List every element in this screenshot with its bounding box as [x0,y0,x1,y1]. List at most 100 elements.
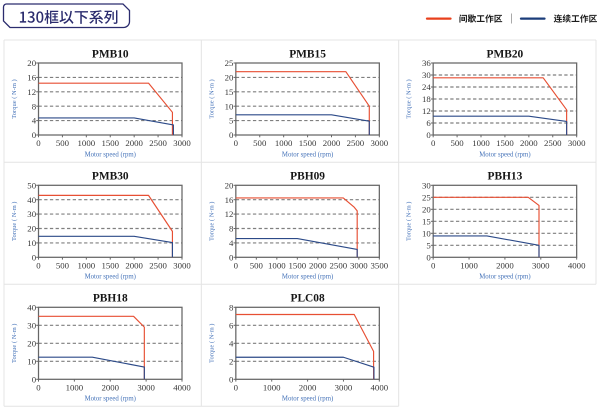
svg-text:0: 0 [234,138,239,148]
svg-text:30: 30 [27,209,36,219]
svg-text:1500: 1500 [101,261,119,271]
svg-text:Torque ( N-m ): Torque ( N-m ) [208,324,215,363]
svg-text:Motor speed (rpm): Motor speed (rpm) [85,151,136,158]
svg-text:1000: 1000 [268,261,286,271]
svg-text:3000: 3000 [568,138,586,148]
svg-text:6: 6 [426,118,431,128]
svg-text:2500: 2500 [347,138,365,148]
svg-text:20: 20 [27,58,36,68]
svg-text:2000: 2000 [309,261,327,271]
svg-text:Torque ( N-m ): Torque ( N-m ) [11,324,18,363]
svg-text:30: 30 [422,70,431,80]
svg-text:8: 8 [229,302,234,312]
svg-text:1500: 1500 [101,138,119,148]
svg-text:30: 30 [422,180,431,190]
svg-text:10: 10 [27,356,36,366]
svg-text:Motor speed (rpm): Motor speed (rpm) [85,396,136,403]
svg-text:500: 500 [253,138,267,148]
svg-text:3000: 3000 [137,383,155,393]
svg-text:16: 16 [225,195,234,205]
svg-text:20: 20 [225,73,234,83]
svg-text:50: 50 [27,180,36,190]
svg-text:20: 20 [27,224,36,234]
svg-text:2000: 2000 [125,138,143,148]
svg-text:2500: 2500 [544,138,562,148]
svg-text:20: 20 [422,204,431,214]
svg-text:PMB20: PMB20 [487,48,524,60]
svg-text:Torque ( N-m ): Torque ( N-m ) [208,202,215,241]
svg-text:25: 25 [422,192,431,202]
svg-text:Motor speed (rpm): Motor speed (rpm) [282,396,333,403]
svg-text:12: 12 [422,106,431,116]
svg-text:1500: 1500 [496,138,514,148]
svg-text:Torque ( N-m ): Torque ( N-m ) [208,79,215,118]
svg-text:16: 16 [27,73,36,83]
svg-text:12: 12 [225,209,234,219]
svg-text:Motor speed (rpm): Motor speed (rpm) [479,151,530,158]
svg-text:1000: 1000 [78,261,96,271]
svg-text:4: 4 [229,238,234,248]
svg-text:Torque ( N-m ): Torque ( N-m ) [11,202,18,241]
svg-text:PBH09: PBH09 [290,171,325,183]
svg-text:0: 0 [426,130,431,140]
svg-text:2000: 2000 [299,383,317,393]
svg-text:0: 0 [36,261,41,271]
svg-text:3000: 3000 [532,261,550,271]
svg-text:5: 5 [229,116,234,126]
svg-text:PBH13: PBH13 [488,171,523,183]
svg-text:4000: 4000 [568,261,586,271]
svg-text:3000: 3000 [350,261,368,271]
svg-text:2000: 2000 [520,138,538,148]
svg-text:20: 20 [225,180,234,190]
svg-text:20: 20 [27,338,36,348]
svg-text:2000: 2000 [125,261,143,271]
svg-text:4000: 4000 [173,383,191,393]
svg-text:24: 24 [422,82,431,92]
svg-text:0: 0 [36,383,41,393]
svg-text:10: 10 [225,101,234,111]
svg-text:8: 8 [229,224,234,234]
svg-text:PMB10: PMB10 [92,48,129,60]
svg-text:0: 0 [229,130,234,140]
svg-text:PLC08: PLC08 [290,293,324,305]
svg-text:1000: 1000 [472,138,490,148]
svg-text:10: 10 [27,238,36,248]
svg-text:0: 0 [32,374,37,384]
svg-text:10: 10 [422,228,431,238]
svg-text:25: 25 [225,58,234,68]
svg-text:5: 5 [426,240,431,250]
svg-text:500: 500 [250,261,264,271]
svg-text:4: 4 [32,116,37,126]
svg-text:2500: 2500 [330,261,348,271]
svg-text:40: 40 [27,302,36,312]
svg-text:PMB15: PMB15 [289,48,326,60]
svg-text:0: 0 [229,252,234,262]
svg-text:3000: 3000 [173,138,191,148]
svg-text:1000: 1000 [66,383,84,393]
svg-text:0: 0 [234,383,239,393]
svg-text:8: 8 [32,101,37,111]
svg-text:15: 15 [225,87,234,97]
svg-text:Motor speed (rpm): Motor speed (rpm) [85,274,136,281]
svg-text:36: 36 [422,58,431,68]
svg-text:0: 0 [36,138,41,148]
svg-text:0: 0 [229,374,234,384]
svg-text:500: 500 [56,261,70,271]
svg-text:18: 18 [422,94,431,104]
svg-text:15: 15 [422,216,431,226]
svg-text:Torque ( N-m ): Torque ( N-m ) [406,202,413,241]
svg-text:1000: 1000 [460,261,478,271]
svg-text:1500: 1500 [299,138,317,148]
svg-text:Motor speed (rpm): Motor speed (rpm) [282,151,333,158]
svg-text:2500: 2500 [149,138,167,148]
svg-text:2500: 2500 [149,261,167,271]
svg-text:4: 4 [229,338,234,348]
svg-text:500: 500 [450,138,464,148]
svg-text:3500: 3500 [371,261,389,271]
svg-text:0: 0 [32,252,37,262]
svg-text:1000: 1000 [78,138,96,148]
svg-text:0: 0 [32,130,37,140]
svg-text:1000: 1000 [275,138,293,148]
svg-text:PMB30: PMB30 [92,171,129,183]
svg-text:2000: 2000 [496,261,514,271]
